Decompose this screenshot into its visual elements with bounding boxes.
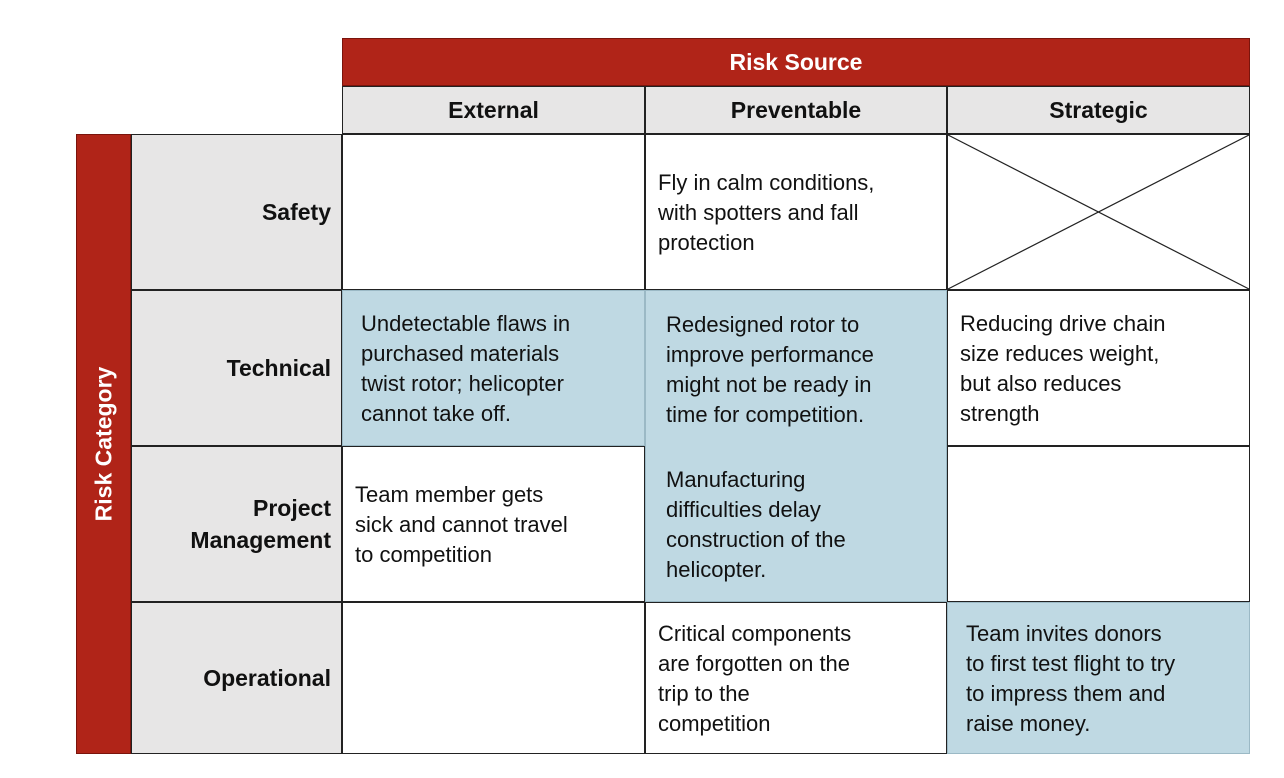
cell-text: Team member gets sick and cannot travel … <box>355 482 568 567</box>
column-header-label: Strategic <box>1049 96 1148 123</box>
risk-category-label: Risk Category <box>90 366 116 522</box>
cell-text: Manufacturing difficulties delay constru… <box>666 466 846 582</box>
row-header-project-management: Project Management <box>131 446 342 602</box>
column-header-preventable: Preventable <box>645 86 947 134</box>
risk-category-header: Risk Category <box>76 134 131 754</box>
cell-safety-external <box>342 134 645 290</box>
row-header-operational: Operational <box>131 602 342 754</box>
risk-source-label: Risk Source <box>729 48 863 75</box>
cell-operational-preventable: Critical components are forgotten on the… <box>645 602 947 754</box>
row-header-safety: Safety <box>131 134 342 290</box>
row-header-technical: Technical <box>131 290 342 446</box>
row-header-label: Operational <box>203 665 331 691</box>
cell-text: Redesigned rotor to improve performance … <box>666 311 874 427</box>
cell-technical-external: Undetectable flaws in purchased material… <box>342 290 645 446</box>
cell-project-management-preventable: Manufacturing difficulties delay constru… <box>645 446 947 602</box>
cell-safety-strategic-not-applicable <box>947 134 1250 290</box>
cell-technical-preventable: Redesigned rotor to improve performance … <box>645 290 947 446</box>
cell-text: Team invites donors to first test flight… <box>966 621 1176 736</box>
cell-text: Critical components are forgotten on the… <box>658 621 852 736</box>
cell-operational-external <box>342 602 645 754</box>
column-header-external: External <box>342 86 645 134</box>
column-header-label: Preventable <box>730 96 862 123</box>
cell-technical-strategic: Reducing drive chain size reduces weight… <box>947 290 1250 446</box>
column-header-strategic: Strategic <box>947 86 1250 134</box>
cell-project-management-external: Team member gets sick and cannot travel … <box>342 446 645 602</box>
cross-out-mark <box>948 135 1249 289</box>
row-header-label: Safety <box>261 199 331 225</box>
cell-safety-preventable: Fly in calm conditions, with spotters an… <box>645 134 947 290</box>
cell-text: Undetectable flaws in purchased material… <box>361 311 571 426</box>
cell-text: Reducing drive chain size reduces weight… <box>960 311 1166 426</box>
row-header-label: Technical <box>226 355 331 381</box>
row-header-label: Project Management <box>190 495 331 553</box>
risk-source-header: Risk Source <box>342 38 1250 86</box>
cell-text: Fly in calm conditions, with spotters an… <box>658 170 875 255</box>
column-header-label: External <box>448 96 539 123</box>
cell-operational-strategic: Team invites donors to first test flight… <box>947 602 1250 754</box>
cell-project-management-strategic <box>947 446 1250 602</box>
